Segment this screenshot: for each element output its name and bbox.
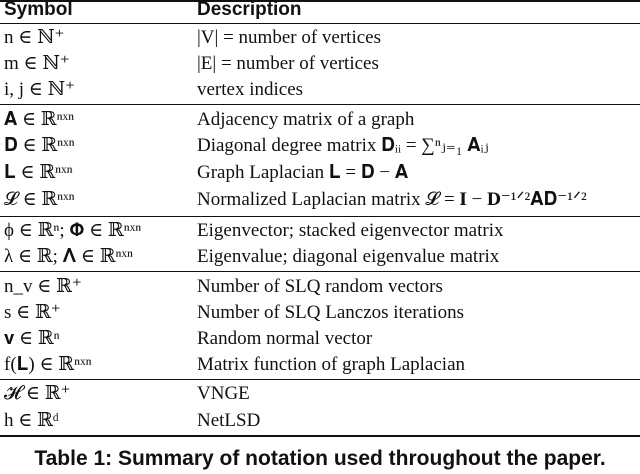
table-row: n ∈ ℕ⁺ |V| = number of vertices — [0, 25, 640, 51]
symbol-cell: ϕ ∈ ℝⁿ; 𝚽 ∈ ℝⁿˣⁿ — [4, 220, 142, 241]
table-row: 𝐃 ∈ ℝⁿˣⁿ Diagonal degree matrix 𝐃ᵢᵢ = ∑ⁿ… — [0, 133, 640, 159]
header-rule — [0, 23, 640, 24]
description-cell: VNGE — [197, 383, 250, 404]
table-row: λ ∈ ℝ; 𝚲 ∈ ℝⁿˣⁿ Eigenvalue; diagonal eig… — [0, 244, 640, 270]
header-description: Description — [197, 0, 302, 20]
description-cell: Eigenvector; stacked eigenvector matrix — [197, 220, 504, 241]
table-row: ϕ ∈ ℝⁿ; 𝚽 ∈ ℝⁿˣⁿ Eigenvector; stacked ei… — [0, 218, 640, 244]
description-cell: Diagonal degree matrix 𝐃ᵢᵢ = ∑ⁿⱼ₌₁ 𝐀ᵢⱼ — [197, 135, 489, 156]
table-row: f(𝐋) ∈ ℝⁿˣⁿ Matrix function of graph Lap… — [0, 352, 640, 378]
symbol-cell: 𝓛 ∈ ℝⁿˣⁿ — [4, 189, 75, 210]
description-cell: Random normal vector — [197, 328, 373, 349]
description-cell: |E| = number of vertices — [197, 53, 379, 74]
description-cell: Normalized Laplacian matrix 𝓛 = 𝐈 − 𝐃⁻¹ᐟ… — [197, 189, 587, 210]
group-rule — [0, 379, 640, 380]
symbol-cell: h ∈ ℝᵈ — [4, 410, 59, 431]
table-row: 𝐯 ∈ ℝⁿ Random normal vector — [0, 326, 640, 352]
bottom-rule — [0, 435, 640, 437]
symbol-cell: λ ∈ ℝ; 𝚲 ∈ ℝⁿˣⁿ — [4, 246, 133, 267]
symbol-cell: s ∈ ℝ⁺ — [4, 302, 61, 323]
table-row: s ∈ ℝ⁺ Number of SLQ Lanczos iterations — [0, 300, 640, 326]
symbol-cell: m ∈ ℕ⁺ — [4, 53, 70, 74]
description-cell: Number of SLQ Lanczos iterations — [197, 302, 464, 323]
table-row: 𝓛 ∈ ℝⁿˣⁿ Normalized Laplacian matrix 𝓛 =… — [0, 187, 640, 213]
symbol-cell: 𝐃 ∈ ℝⁿˣⁿ — [4, 135, 75, 156]
symbol-cell: 𝐋 ∈ ℝⁿˣⁿ — [4, 162, 73, 183]
symbol-cell: n_v ∈ ℝ⁺ — [4, 276, 82, 297]
description-cell: NetLSD — [197, 410, 261, 431]
symbol-cell: f(𝐋) ∈ ℝⁿˣⁿ — [4, 354, 92, 375]
table-row: n_v ∈ ℝ⁺ Number of SLQ random vectors — [0, 274, 640, 300]
table-row: 𝐋 ∈ ℝⁿˣⁿ Graph Laplacian 𝐋 = 𝐃 − 𝐀 — [0, 160, 640, 186]
description-cell: Matrix function of graph Laplacian — [197, 354, 466, 375]
group-rule — [0, 104, 640, 105]
group-rule — [0, 271, 640, 272]
top-rule — [0, 0, 640, 2]
symbol-cell: 𝓗 ∈ ℝ⁺ — [4, 383, 71, 404]
header-row: Symbol Description — [0, 0, 640, 23]
symbol-cell: n ∈ ℕ⁺ — [4, 27, 65, 48]
description-cell: Eigenvalue; diagonal eigenvalue matrix — [197, 246, 500, 267]
table-row: m ∈ ℕ⁺ |E| = number of vertices — [0, 51, 640, 77]
header-symbol: Symbol — [4, 0, 73, 20]
table-row: 𝓗 ∈ ℝ⁺ VNGE — [0, 381, 640, 407]
symbol-cell: 𝐀 ∈ ℝⁿˣⁿ — [4, 109, 75, 130]
table-row: h ∈ ℝᵈ NetLSD — [0, 408, 640, 434]
description-cell: vertex indices — [197, 79, 304, 100]
table-row: i, j ∈ ℕ⁺ vertex indices — [0, 77, 640, 103]
group-rule — [0, 216, 640, 217]
table-caption: Table 1: Summary of notation used throug… — [34, 447, 606, 470]
table-row: 𝐀 ∈ ℝⁿˣⁿ Adjacency matrix of a graph — [0, 107, 640, 133]
description-cell: |V| = number of vertices — [197, 27, 381, 48]
symbol-cell: i, j ∈ ℕ⁺ — [4, 79, 76, 100]
description-cell: Adjacency matrix of a graph — [197, 109, 415, 130]
description-cell: Number of SLQ random vectors — [197, 276, 443, 297]
description-cell: Graph Laplacian 𝐋 = 𝐃 − 𝐀 — [197, 162, 409, 183]
symbol-cell: 𝐯 ∈ ℝⁿ — [4, 328, 60, 349]
